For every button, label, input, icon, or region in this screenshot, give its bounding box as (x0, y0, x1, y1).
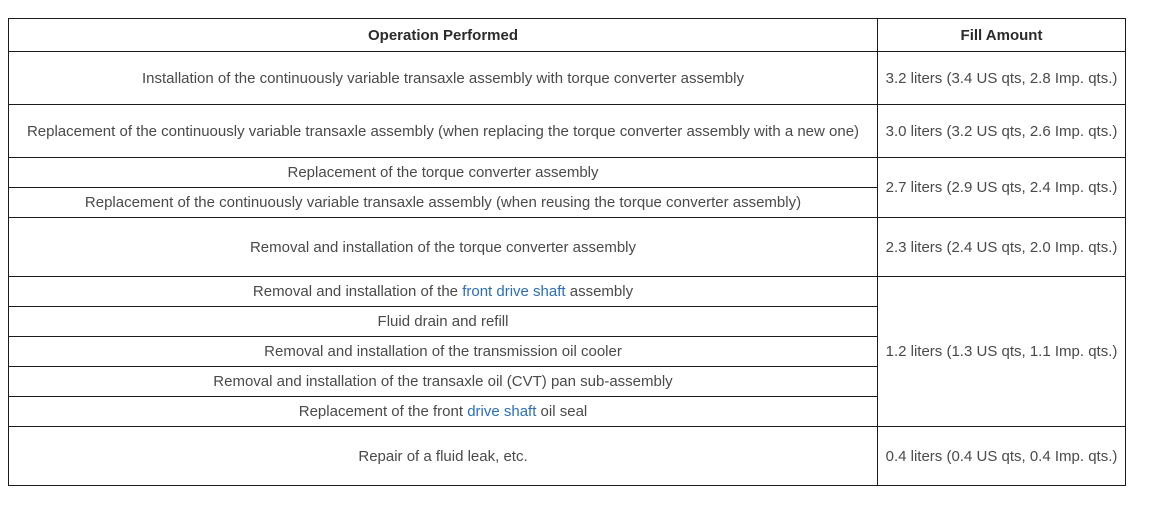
operation-cell-replace-torque-converter: Replacement of the torque converter asse… (8, 157, 878, 188)
table-row: Replacement of the torque converter asse… (8, 157, 1126, 218)
table-row: Removal and installation of the front dr… (8, 276, 1126, 427)
operation-cell-replace-front-drive-shaft-oil-seal: Replacement of the front drive shaft oil… (8, 396, 878, 427)
operation-text: Removal and installation of the torque c… (249, 238, 637, 256)
operation-text: Replacement of the torque converter asse… (287, 164, 599, 181)
operation-cell-replace-cvt-new-tc: Replacement of the continuously variable… (8, 104, 878, 158)
table-row: Replacement of the continuously variable… (8, 187, 1126, 218)
table-row: Removal and installation of the transaxl… (8, 366, 1126, 397)
table-row: Replacement of the front drive shaft oil… (8, 396, 1126, 427)
operation-cell-install-cvt-with-tc: Installation of the continuously variabl… (8, 51, 878, 105)
table-head: Operation Performed Fill Amount (8, 18, 1126, 52)
fill-amount-cell-install-cvt-with-tc: 3.2 liters (3.4 US qts, 2.8 Imp. qts.) (877, 51, 1126, 105)
operation-cell-remove-install-torque-converter: Removal and installation of the torque c… (8, 217, 878, 277)
operation-text-suffix: assembly (565, 283, 634, 300)
operation-text: Replacement of the front (298, 403, 468, 420)
fill-amount-cell-replace-cvt-new-tc: 3.0 liters (3.2 US qts, 2.6 Imp. qts.) (877, 104, 1126, 158)
table-row: Repair of a fluid leak, etc. 0.4 liters (… (8, 426, 1126, 486)
operation-text: Replacement of the continuously variable… (84, 194, 802, 211)
operation-cell-fluid-drain-and-refill: Fluid drain and refill (8, 306, 878, 337)
operation-text: Removal and installation of the transaxl… (213, 373, 673, 390)
fill-amount-cell-remove-install-torque-converter: 2.3 liters (2.4 US qts, 2.0 Imp. qts.) (877, 217, 1126, 277)
operation-text-suffix: oil seal (536, 403, 588, 420)
table-body: Installation of the continuously variabl… (8, 51, 1126, 486)
operation-text: Removal and installation of the transmis… (264, 343, 622, 360)
cvt-fluid-capacity-table: Operation Performed Fill Amount Installa… (8, 18, 1126, 486)
fill-amount-cell-repair-fluid-leak: 0.4 liters (0.4 US qts, 0.4 Imp. qts.) (877, 426, 1126, 486)
operation-cell-remove-install-transaxle-oil-pan: Removal and installation of the transaxl… (8, 366, 878, 397)
table-row: Removal and installation of the torque c… (8, 217, 1126, 277)
operation-link-remove-install-front-drive-shaft[interactable]: front drive shaft (462, 283, 566, 300)
operation-cell-remove-install-front-drive-shaft: Removal and installation of the front dr… (8, 276, 878, 307)
operation-text: Replacement of the continuously variable… (26, 122, 860, 140)
column-header-operation-performed: Operation Performed (8, 18, 878, 52)
operation-text: Repair of a fluid leak, etc. (358, 447, 528, 465)
table-header-row: Operation Performed Fill Amount (8, 18, 1126, 52)
operation-cell-repair-fluid-leak: Repair of a fluid leak, etc. (8, 426, 878, 486)
spec-table-container: Operation Performed Fill Amount Installa… (8, 18, 1126, 486)
operation-cell-remove-install-transmission-oil-cooler: Removal and installation of the transmis… (8, 336, 878, 367)
operation-cell-replace-cvt-reusing-tc: Replacement of the continuously variable… (8, 187, 878, 218)
table-row: Replacement of the continuously variable… (8, 104, 1126, 158)
operation-text: Installation of the continuously variabl… (142, 69, 744, 87)
fill-amount-cell-replace-torque-converter: 2.7 liters (2.9 US qts, 2.4 Imp. qts.) (877, 157, 1126, 218)
table-row: Installation of the continuously variabl… (8, 51, 1126, 105)
operation-text: Fluid drain and refill (377, 313, 509, 330)
operation-text: Removal and installation of the (252, 283, 463, 300)
operation-link-replace-front-drive-shaft-oil-seal[interactable]: drive shaft (467, 403, 537, 420)
fill-amount-cell-remove-install-front-drive-shaft: 1.2 liters (1.3 US qts, 1.1 Imp. qts.) (877, 276, 1126, 427)
column-header-fill-amount: Fill Amount (877, 18, 1126, 52)
